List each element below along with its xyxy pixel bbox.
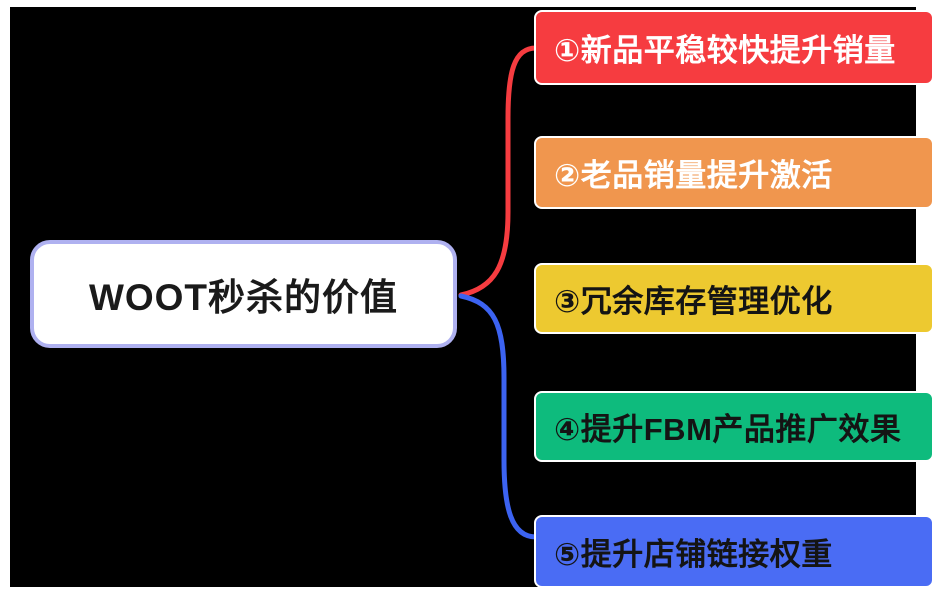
root-node-woot-value[interactable]: WOOT秒杀的价值 (30, 240, 457, 348)
branch-node-label: ③冗余库存管理优化 (554, 284, 833, 319)
branch-node-label: ④提升FBM产品推广效果 (554, 412, 902, 447)
branch-node-label: ①新品平稳较快提升销量 (554, 33, 896, 68)
branch-node-2-old-product-activation[interactable]: ②老品销量提升激活 (534, 136, 934, 209)
branch-node-5-listing-weight[interactable]: ⑤提升店铺链接权重 (534, 515, 934, 588)
root-node-label: WOOT秒杀的价值 (88, 277, 399, 318)
branch-node-label: ⑤提升店铺链接权重 (554, 537, 833, 572)
branch-node-label: ②老品销量提升激活 (554, 158, 833, 193)
branch-node-3-inventory-optimization[interactable]: ③冗余库存管理优化 (534, 263, 934, 334)
branch-node-4-fbm-promotion[interactable]: ④提升FBM产品推广效果 (534, 391, 934, 462)
branch-node-1-new-product-sales[interactable]: ①新品平稳较快提升销量 (534, 10, 934, 85)
